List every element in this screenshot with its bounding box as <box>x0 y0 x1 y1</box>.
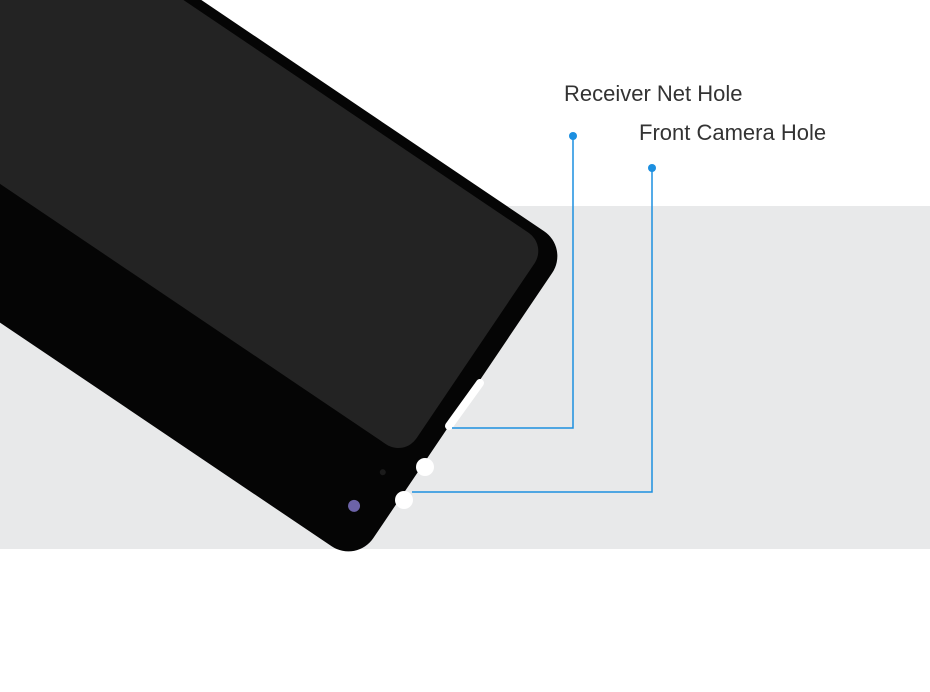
callout-receiver: Receiver Net Hole <box>452 81 743 429</box>
callout-receiver-label: Receiver Net Hole <box>564 81 743 106</box>
phone-screen <box>0 0 539 448</box>
receiver-slot-shape <box>445 379 484 430</box>
callout-camera-line <box>412 168 653 493</box>
callout-camera-label: Front Camera Hole <box>639 120 826 145</box>
sensor-hole-secondary <box>416 458 434 476</box>
front-camera-hole <box>395 491 413 509</box>
phone-display-assembly <box>0 0 558 552</box>
light-sensor-dot <box>379 469 386 476</box>
callout-receiver-line <box>452 136 574 429</box>
callout-camera-dot <box>648 164 656 172</box>
sensor-hole <box>348 499 361 512</box>
callout-receiver-dot <box>569 132 577 140</box>
callout-camera: Front Camera Hole <box>412 120 826 493</box>
